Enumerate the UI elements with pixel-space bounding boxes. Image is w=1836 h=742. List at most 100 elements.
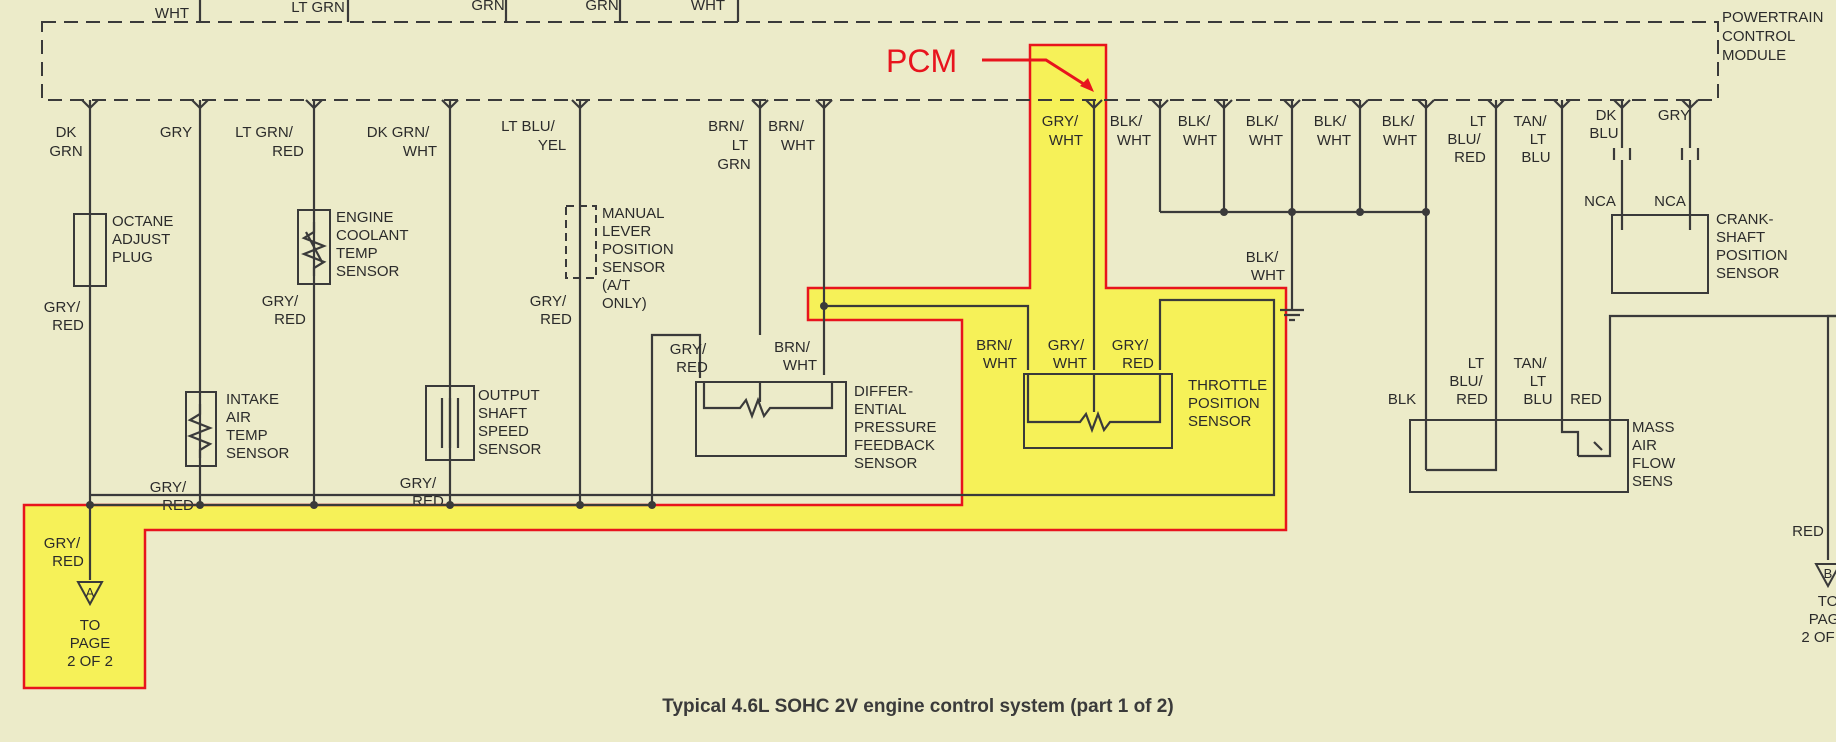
svg-text:SHAFT: SHAFT [478,405,527,422]
svg-text:FEEDBACK: FEEDBACK [854,437,935,454]
svg-text:GRY/: GRY/ [1112,337,1149,354]
top-stub-labels: WHT LT GRN GRN GRN WHT [155,0,725,22]
pcm-module-box [41,21,1719,101]
nca-label-2: NCA [1654,193,1686,210]
mlp-label: MANUAL LEVER POSITION SENSOR (A/T ONLY) [602,205,674,312]
svg-text:A: A [86,585,95,600]
svg-text:SENSOR: SENSOR [1716,265,1780,282]
svg-text:DIFFER-: DIFFER- [854,383,913,400]
svg-text:RED: RED [274,311,306,328]
svg-text:BRN/: BRN/ [768,118,805,135]
svg-text:LT: LT [1468,355,1484,372]
svg-text:GRY/: GRY/ [262,293,299,310]
svg-text:SENSOR: SENSOR [226,445,290,462]
svg-text:BLU: BLU [1523,391,1552,408]
tps-ref-label: BRN/ WHT [976,337,1017,372]
oss-label: OUTPUT SHAFT SPEED SENSOR [478,387,542,458]
svg-text:BLK/: BLK/ [1382,113,1415,130]
svg-text:POWERTRAIN: POWERTRAIN [1722,9,1823,26]
svg-text:RED: RED [540,311,572,328]
ground-symbol [1280,302,1304,322]
svg-text:WHT: WHT [783,357,817,374]
maf-power-label: BLK [1388,391,1416,408]
iat-label: INTAKE AIR TEMP SENSOR [226,391,290,462]
ect-sensor [297,209,331,285]
svg-text:WHT: WHT [1053,355,1087,372]
svg-text:LEVER: LEVER [602,223,651,240]
svg-text:BLU: BLU [1521,149,1550,166]
connector-b-wire-label: RED [1792,523,1824,540]
svg-text:AIR: AIR [1632,437,1657,454]
svg-text:B: B [1824,566,1833,581]
svg-text:ADJUST: ADJUST [112,231,170,248]
svg-text:DK: DK [56,124,77,141]
ect-return-label: GRY/ RED [262,293,306,328]
svg-text:RED: RED [1122,355,1154,372]
svg-text:SENSOR: SENSOR [1188,413,1252,430]
svg-text:GRY/: GRY/ [1048,337,1085,354]
svg-text:RED: RED [272,143,304,160]
svg-text:GRN: GRN [49,143,82,160]
pcm-arrow [982,58,1091,90]
maf-red-label: RED [1570,391,1602,408]
crankshaft-sensor-label: CRANK- SHAFT POSITION SENSOR [1716,211,1788,282]
svg-text:WHT: WHT [1117,132,1151,149]
svg-text:RED: RED [1456,391,1488,408]
svg-text:LT GRN: LT GRN [291,0,345,16]
svg-text:AIR: AIR [226,409,251,426]
maf-return-label: TAN/ LT BLU [1513,355,1552,408]
svg-text:GRN: GRN [585,0,618,14]
svg-text:LT: LT [1530,131,1546,148]
svg-text:OUTPUT: OUTPUT [478,387,540,404]
oss-sensor [425,385,475,461]
svg-text:WHT: WHT [1317,132,1351,149]
svg-text:BRN/: BRN/ [774,339,811,356]
svg-text:TEMP: TEMP [336,245,378,262]
svg-text:LT: LT [1470,113,1486,130]
svg-text:SENS: SENS [1632,473,1673,490]
svg-text:SPEED: SPEED [478,423,529,440]
svg-text:PAGE: PAGE [70,635,111,652]
highlight-region [22,43,1288,690]
svg-text:POSITION: POSITION [602,241,674,258]
svg-text:GRY/: GRY/ [530,293,567,310]
tps-sensor [1023,373,1173,449]
svg-text:(A/T: (A/T [602,277,630,294]
svg-text:WHT: WHT [155,5,189,22]
octane-adjust-plug [73,213,107,287]
diagram-caption: Typical 4.6L SOHC 2V engine control syst… [662,696,1173,717]
svg-text:THROTTLE: THROTTLE [1188,377,1267,394]
svg-text:MODULE: MODULE [1722,47,1786,64]
tps-signal-label: GRY/ WHT [1048,337,1087,372]
svg-text:ONLY): ONLY) [602,295,647,312]
tps-return-label: GRY/ RED [1112,337,1154,372]
svg-text:BRN/: BRN/ [976,337,1013,354]
pcm-module-label: POWERTRAIN CONTROL MODULE [1722,9,1823,64]
svg-text:WHT: WHT [1183,132,1217,149]
svg-text:RED: RED [1792,523,1824,540]
svg-text:MASS: MASS [1632,419,1675,436]
svg-text:WHT: WHT [403,143,437,160]
svg-text:SENSOR: SENSOR [602,259,666,276]
svg-text:BLK/: BLK/ [1314,113,1347,130]
dpfe-signal-label: GRY/ RED [670,341,708,376]
svg-text:TEMP: TEMP [226,427,268,444]
mlp-return-label: GRY/ RED [530,293,572,328]
maf-sensor [1409,419,1629,493]
crankshaft-sensor-box [1611,214,1709,294]
svg-text:BLK/: BLK/ [1246,113,1279,130]
svg-text:DK GRN/: DK GRN/ [367,124,430,141]
svg-text:SENSOR: SENSOR [478,441,542,458]
svg-text:PRESSURE: PRESSURE [854,419,937,436]
svg-text:GRY: GRY [160,124,192,141]
svg-text:GRY/: GRY/ [400,475,437,492]
svg-text:LT GRN/: LT GRN/ [235,124,294,141]
connector-b: B TO PAG 2 OF [1801,563,1836,646]
svg-text:WHT: WHT [1383,132,1417,149]
svg-text:GRY/: GRY/ [670,341,707,358]
svg-text:LT: LT [1530,373,1546,390]
svg-text:GRN: GRN [471,0,504,14]
svg-text:BLU: BLU [1589,125,1618,142]
svg-text:BLU/: BLU/ [1449,373,1483,390]
